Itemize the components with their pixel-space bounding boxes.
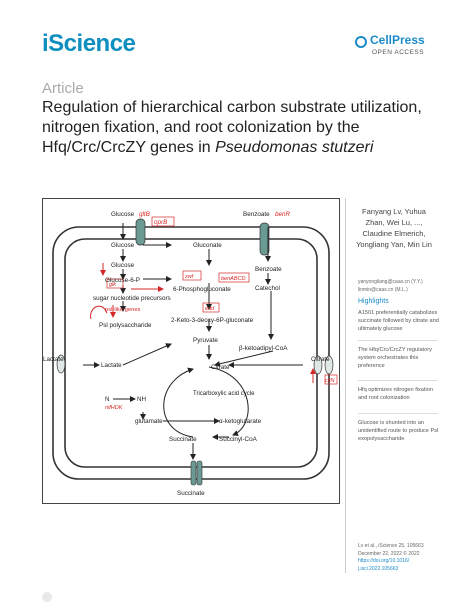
label-pyruvate: Pyruvate [193, 337, 218, 344]
graphical-abstract: Glucose gltB oprB Benzoate benR Glucose … [42, 198, 340, 504]
label-glk: glk [109, 282, 116, 288]
pathway-diagram: Glucose gltB oprB Benzoate benR Glucose … [43, 211, 338, 497]
open-access-label: OPEN ACCESS [372, 49, 425, 56]
oprb-porin [135, 218, 146, 246]
label-nifhdk: nifHDK [105, 405, 123, 411]
label-succinate-in: Succinate [169, 436, 197, 443]
highlights-heading: Highlights [358, 298, 389, 305]
article-type: Article [42, 80, 84, 97]
label-gltb: gltB [139, 211, 150, 218]
label-kdpg: 2-Keto-3-deoxy-6P-gluconate [171, 317, 254, 324]
succinate-transporter-b [196, 460, 203, 486]
label-lactate-out: Lactate [43, 356, 64, 363]
label-psl-polysaccharide: Psl polysaccharide [99, 322, 152, 329]
check-for-updates-icon[interactable] [42, 592, 52, 602]
label-nh4: NH [137, 396, 147, 403]
highlight-item-1: A1501 preferentially catabolizes succina… [358, 310, 439, 332]
highlight-item-2: The Hfq/Crc/CrcZY regulatory system orch… [358, 347, 432, 369]
label-benr: benR [275, 211, 291, 218]
label-succinyl-coa: Succinyl-CoA [219, 436, 258, 443]
corresponding-emails[interactable]: yanyongliang@caas.cn (Y.Y.) linmin@caas.… [358, 279, 423, 293]
benzoate-transporter [259, 222, 270, 256]
label-glucose-mid: Glucose [111, 242, 135, 249]
label-sugar-nucleotide: sugar nucleotide precursors [93, 295, 171, 302]
label-citrate-in: Citrate [211, 364, 230, 371]
label-alpha-ketoglutarate: α-ketoglutarate [219, 418, 262, 425]
label-succinate-out: Succinate [177, 490, 205, 497]
label-tca: Tricarboxylic acid cycle [193, 391, 255, 397]
article-title: Regulation of hierarchical carbon substr… [42, 98, 442, 158]
succinate-transporter-a [190, 460, 197, 486]
highlight-divider [358, 380, 438, 381]
publisher-name: CellPress [370, 33, 425, 47]
label-oprb: oprB [154, 219, 167, 226]
citrate-porin-outer [324, 355, 334, 375]
psl-feedback-arrow [90, 305, 108, 320]
label-glucose-in: Glucose [111, 262, 135, 269]
doi-link[interactable]: https://doi.org/10.1016/ j.isci.2022.105… [358, 558, 410, 572]
label-catechol: Catechol [255, 285, 280, 292]
label-benzoate-top: Benzoate [243, 211, 270, 218]
lactate-porin [56, 354, 66, 374]
highlight-item-4: Glucose is shunted into an unidentified … [358, 420, 439, 442]
label-zwf: zwf [184, 274, 194, 280]
label-glucose-6p: Glucose-6-P [105, 277, 140, 284]
title-species: Pseudomonas stutzeri [215, 139, 374, 156]
label-n2: N [105, 396, 110, 403]
label-citn: citN [325, 378, 335, 384]
label-citrate-out: Citrate [311, 356, 330, 363]
sidebar-divider [345, 198, 346, 573]
highlight-divider [358, 340, 438, 341]
label-psl-genes: psl-like genes [105, 307, 141, 313]
label-6-phosphogluconate: 6-Phosphogluconate [173, 286, 231, 293]
label-ketoadipyl-coa: β-ketoadipyl-CoA [239, 345, 288, 352]
label-lactate-in: Lactate [101, 362, 122, 369]
label-gluconate: Gluconate [193, 242, 222, 249]
label-glucose-top: Glucose [111, 211, 135, 218]
label-glutamate: glutamate [135, 418, 163, 425]
highlight-divider [358, 413, 438, 414]
highlight-item-3: Hfq optimizes nitrogen fixation and root… [358, 387, 433, 401]
citation-text: Lv et al., iScience 25, 105663 December … [358, 543, 424, 557]
citrate-porin-inner [313, 355, 323, 375]
label-edd: edd [205, 306, 215, 312]
cellpress-logo-icon [355, 36, 367, 48]
author-list: Fanyang Lv, Yuhua Zhan, Wei Lu, ..., Cla… [356, 207, 432, 249]
label-benabcd: benABCD [221, 276, 245, 282]
title-main: Regulation of hierarchical carbon substr… [42, 99, 422, 156]
citation: Lv et al., iScience 25, 105663 December … [358, 543, 442, 573]
label-benzoate-mid: Benzoate [255, 266, 282, 273]
journal-logo: iScience [42, 30, 136, 57]
